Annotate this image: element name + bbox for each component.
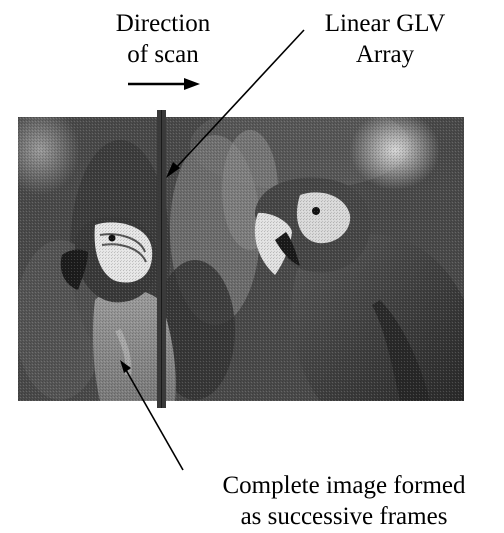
complete-image-label: Complete image formed as successive fram… bbox=[185, 470, 503, 532]
direction-label-line-1: Direction bbox=[115, 10, 211, 37]
array-label-line-1: Linear GLV bbox=[324, 10, 446, 37]
linear-glv-array-label: Linear GLV Array bbox=[296, 8, 474, 70]
complete-image-leader-arrow bbox=[120, 360, 184, 471]
parrot-photo bbox=[18, 117, 464, 401]
direction-arrow bbox=[128, 78, 200, 90]
complete-label-line-1: Complete image formed bbox=[222, 472, 466, 499]
array-label-line-2: Array bbox=[355, 41, 415, 68]
direction-of-scan-label: Direction of scan bbox=[88, 8, 238, 70]
direction-label-line-2: of scan bbox=[127, 41, 199, 68]
complete-label-line-2: as successive frames bbox=[240, 503, 448, 530]
array-leader-arrow bbox=[166, 29, 305, 178]
